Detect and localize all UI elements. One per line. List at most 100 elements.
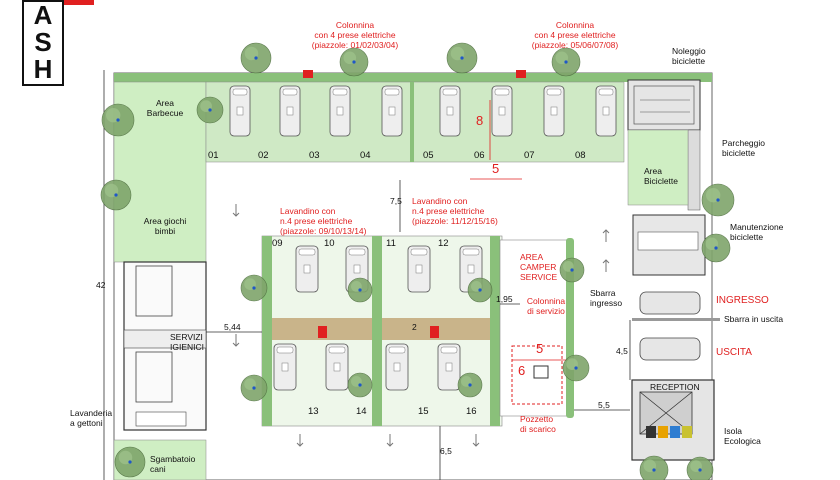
tree-icon — [114, 446, 146, 478]
dimension-label: 6 — [518, 363, 526, 378]
tree-icon — [240, 274, 268, 302]
note-line: (piazzole: 09/10/13/14) — [280, 226, 367, 236]
note-line: Lavandino con — [280, 206, 336, 216]
note-line: AREA — [520, 252, 544, 262]
tree-icon — [240, 42, 272, 74]
label-line: biciclette — [730, 232, 764, 242]
note-line: Lavandino con — [412, 196, 468, 206]
dimension-label: 5,5 — [598, 400, 610, 410]
camper-vehicle — [543, 85, 565, 137]
logo-accent — [64, 0, 94, 5]
label-line: Barbecue — [146, 108, 184, 118]
label-area-giochi: Area giochi bimbi — [140, 216, 190, 236]
label-sbarra-ingresso: Sbarra ingresso — [590, 288, 622, 308]
note-line: (piazzole: 05/06/07/08) — [531, 40, 619, 50]
outlet-box — [318, 326, 327, 338]
label-line: ingresso — [590, 298, 623, 308]
pitch-number: 04 — [360, 150, 371, 161]
pitch-divider — [410, 82, 414, 162]
exit-car — [639, 337, 701, 361]
label-line: Ecologica — [724, 436, 761, 446]
label-area-camper: AREA CAMPER SERVICE — [520, 252, 557, 282]
camper-vehicle — [437, 343, 461, 391]
pitch-number: 14 — [356, 406, 367, 417]
label-line: Biciclette — [644, 176, 679, 186]
note-line: (piazzole: 11/12/15/16) — [412, 216, 498, 226]
tree-icon — [639, 455, 669, 480]
logo-letter: A — [33, 0, 53, 30]
direction-arrow-icon — [232, 334, 240, 347]
pitch-number: 02 — [258, 150, 269, 161]
note-lavandino-1: Lavandino con n.4 prese elettriche (piaz… — [280, 206, 366, 236]
note-line: CAMPER — [520, 262, 557, 272]
note-line: n.4 prese elettriche — [280, 216, 353, 226]
dimension-label: 1,95 — [496, 294, 513, 304]
drain — [533, 365, 549, 379]
bike-parking — [687, 129, 701, 211]
direction-arrow-icon — [386, 434, 394, 447]
tree-icon — [701, 233, 731, 263]
note-line: con 4 prese elettriche — [314, 30, 396, 40]
camper-vehicle — [273, 343, 297, 391]
logo: A S H — [22, 0, 64, 86]
dimension-label: 5 — [492, 161, 500, 176]
label-line: Area — [644, 166, 662, 176]
label-line: Parcheggio — [722, 138, 766, 148]
camper-vehicle — [381, 85, 403, 137]
label-line: Sbarra — [590, 288, 616, 298]
note-line: di scarico — [520, 424, 556, 434]
pitch-number: 03 — [309, 150, 320, 161]
direction-arrow-icon — [602, 259, 610, 272]
outlet-box — [516, 70, 526, 78]
note-line: Colonnina — [555, 20, 595, 30]
note-pozzetto: Pozzetto di scarico — [520, 414, 556, 434]
label-reception: RECEPTION — [650, 382, 700, 392]
pitch-number: 08 — [575, 150, 586, 161]
note-line: SERVICE — [520, 272, 558, 282]
tree-icon — [457, 372, 483, 398]
note-colonnina-2: Colonnina con 4 prese elettriche (piazzo… — [520, 20, 630, 50]
tree-icon — [562, 354, 590, 382]
label-manutenzione: Manutenzione biciclette — [730, 222, 783, 242]
tree-icon — [347, 277, 373, 303]
camper-vehicle — [491, 85, 513, 137]
dimension-label: 42 — [96, 280, 106, 290]
camper-vehicle — [407, 245, 431, 293]
label-ingresso: INGRESSO — [716, 295, 769, 306]
tree-icon — [686, 456, 714, 480]
note-line: n.4 prese elettriche — [412, 206, 485, 216]
tree-icon — [240, 374, 268, 402]
pitch-number: 06 — [474, 150, 485, 161]
dimension-label: 5,44 — [224, 322, 241, 332]
service-pad — [511, 345, 563, 405]
pitch-number: 07 — [524, 150, 535, 161]
bike-rental-building — [627, 79, 701, 131]
label-servizi: SERVIZI IGIENICI — [170, 332, 204, 352]
direction-arrow-icon — [472, 434, 480, 447]
dimension-label: 5 — [536, 341, 544, 356]
tree-icon — [467, 277, 493, 303]
note-line: Colonnina — [526, 296, 566, 306]
dimension-label: 8 — [476, 113, 484, 128]
note-colonnina-1: Colonnina con 4 prese elettriche (piazzo… — [300, 20, 410, 50]
outlet-box — [430, 326, 439, 338]
area-biciclette — [627, 129, 689, 206]
label-line: biciclette — [672, 56, 706, 66]
pitch-number: 13 — [308, 406, 319, 417]
label-line: Area giochi — [143, 216, 187, 226]
direction-arrow-icon — [602, 229, 610, 242]
direction-arrow-icon — [296, 434, 304, 447]
camper-vehicle — [325, 343, 349, 391]
camper-vehicle — [385, 343, 409, 391]
label-line: SERVIZI — [170, 332, 203, 342]
label-line: Lavanderia — [70, 408, 113, 418]
label-sgambatoio: Sgambatoio cani — [150, 454, 195, 474]
label-line: Noleggio — [672, 46, 706, 56]
camper-vehicle — [295, 245, 319, 293]
pitch-number: 01 — [208, 150, 219, 161]
tree-icon — [339, 47, 369, 77]
note-line: Colonnina — [335, 20, 375, 30]
tree-icon — [559, 257, 585, 283]
pitch-number: 16 — [466, 406, 477, 417]
